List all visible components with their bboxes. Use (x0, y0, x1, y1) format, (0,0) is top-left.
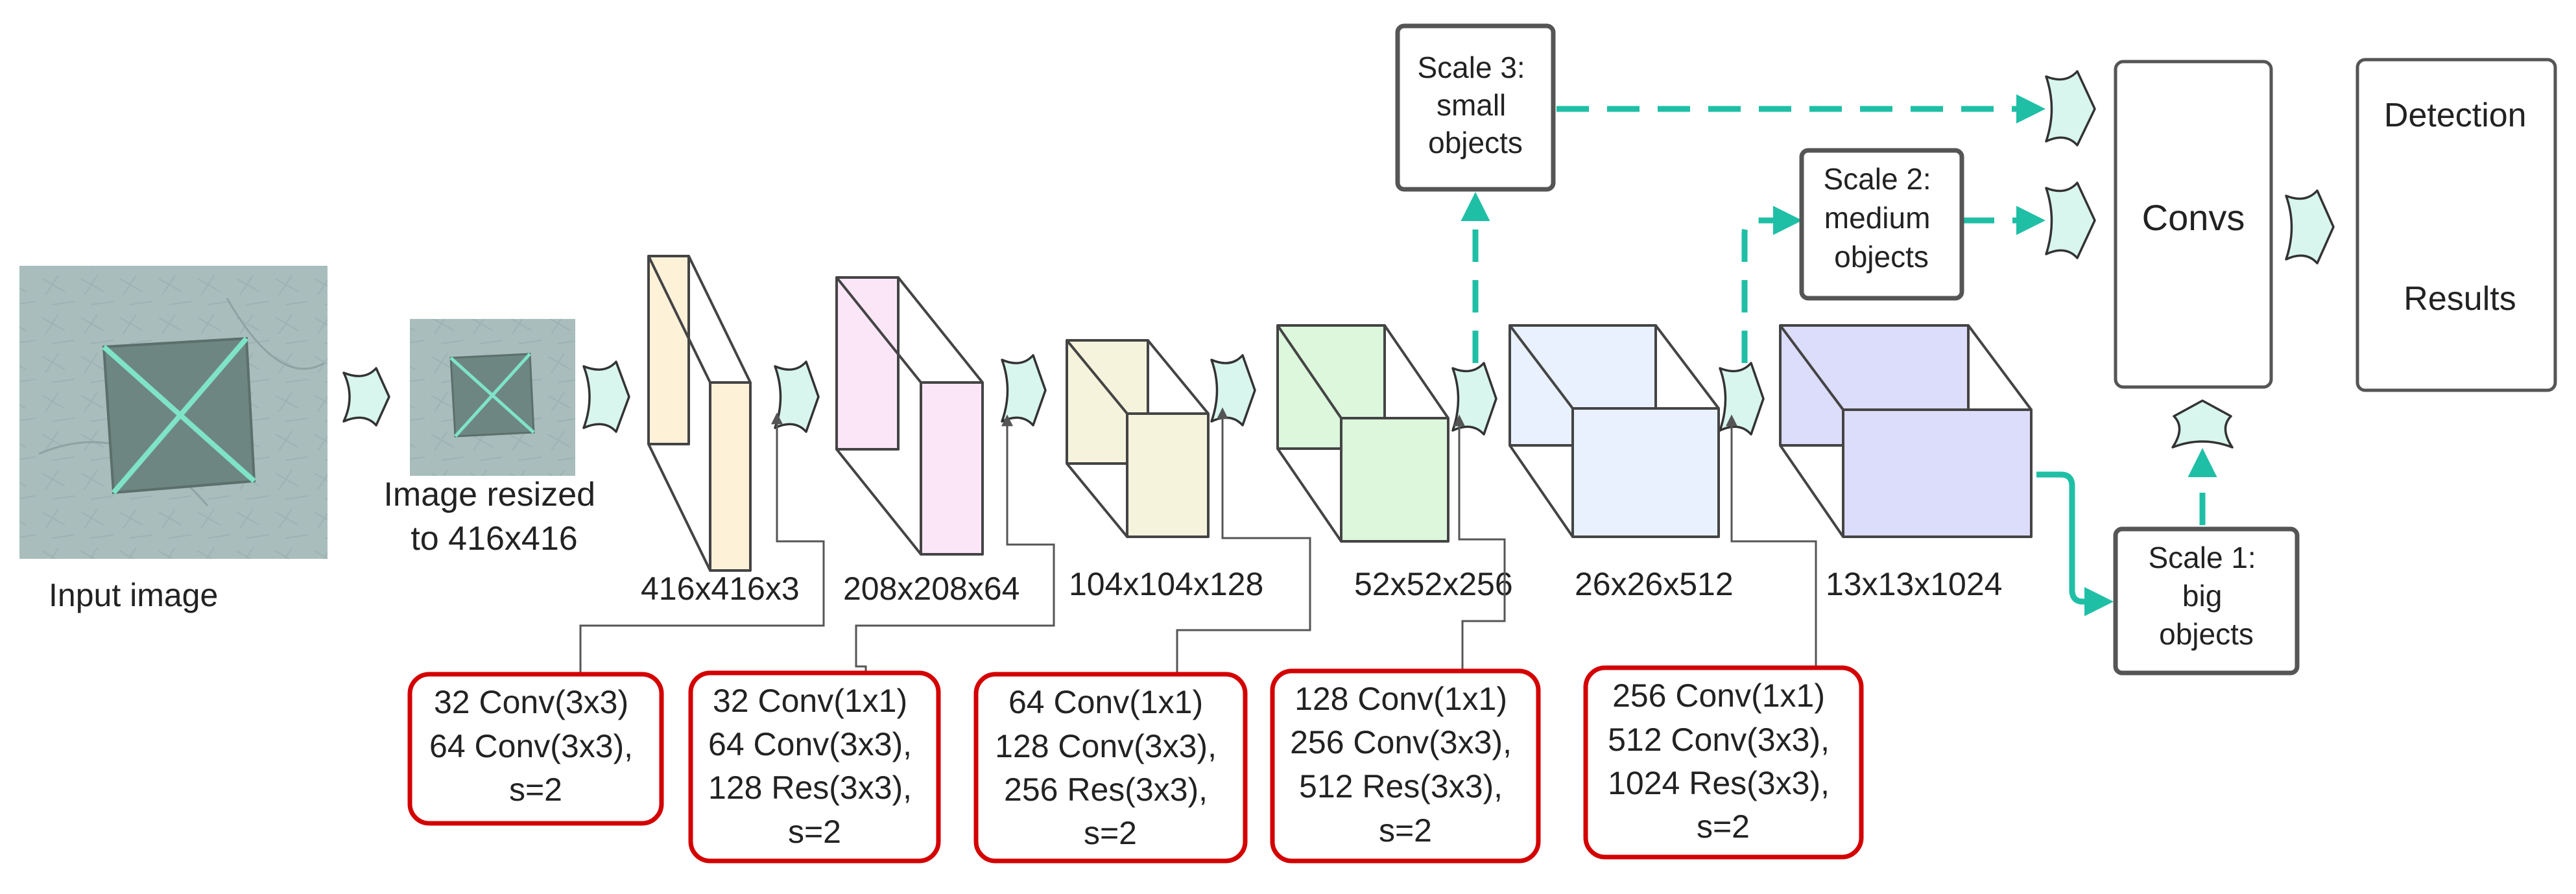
flow-arrow-icon (774, 360, 820, 433)
flow-arrow-icon (2045, 70, 2096, 147)
input-image-caption: Input image (49, 577, 218, 613)
tensor-size-label: 52x52x256 (1354, 566, 1513, 602)
layer-box-5 (1583, 665, 1864, 860)
feature-block-5 (1509, 324, 1720, 538)
flow-arrow-icon (2285, 189, 2335, 265)
flow-arrow-icon (1210, 354, 1256, 427)
layer-box-4-text: 128 Conv(1x1) 256 Conv(3x3), 512 Res(3x3… (1290, 681, 1521, 849)
tensor-size-label: 208x208x64 (843, 571, 1020, 607)
detection-results-text: Detection Results (2384, 97, 2536, 318)
route-scale2-up (1741, 206, 1802, 363)
feature-block-4 (1276, 324, 1449, 543)
feature-block-2 (835, 276, 984, 556)
connector-line (1726, 414, 1817, 668)
feature-block-6 (1779, 324, 2033, 538)
layer-box-3 (973, 672, 1248, 864)
scale3-text: Scale 3: small objects (1418, 51, 1534, 159)
layer-box-4 (1270, 668, 1541, 864)
scale2-text: Scale 2: medium objects (1824, 162, 1940, 274)
resized-image (410, 319, 575, 476)
convs-label: Convs (2142, 197, 2245, 238)
route-scale1-down (2036, 471, 2114, 617)
flow-arrow-icon (1719, 362, 1765, 436)
layer-box-1-text: 32 Conv(3x3) 64 Conv(3x3), s=2 (429, 684, 642, 808)
tensor-size-label: 26x26x512 (1575, 566, 1734, 602)
scale1-box (2113, 526, 2300, 676)
detection-results-box (2355, 58, 2557, 392)
connector-line (1176, 407, 1311, 681)
scale3-box (1395, 23, 1556, 192)
tensor-size-label: 416x416x3 (641, 571, 800, 607)
feature-block-3 (1066, 339, 1210, 538)
flow-arrow-icon (582, 360, 630, 433)
connector-line (1453, 414, 1506, 674)
flow-arrow-icon (2171, 399, 2234, 449)
layer-box-2 (688, 670, 941, 864)
layer-box-1 (407, 672, 664, 826)
connector-line (579, 412, 825, 677)
layer-box-2-text: 32 Conv(1x1) 64 Conv(3x3), 128 Res(3x3),… (708, 683, 921, 850)
flow-arrow-icon (342, 367, 390, 427)
tensor-size-label: 104x104x128 (1069, 566, 1263, 602)
flow-arrow-icon (2045, 182, 2096, 259)
flow-arrow-icon (1001, 354, 1047, 427)
layer-box-3-text: 64 Conv(1x1) 128 Conv(3x3), 256 Res(3x3)… (995, 684, 1226, 851)
scale2-box (1799, 148, 1964, 301)
tensor-size-label: 13x13x1024 (1826, 566, 2002, 602)
feature-block-1 (647, 255, 752, 572)
connector-line (855, 414, 1055, 673)
convs-box (2114, 60, 2273, 389)
layer-box-5-text: 256 Conv(1x1) 512 Conv(3x3), 1024 Res(3x… (1608, 677, 1839, 845)
input-image (19, 266, 328, 559)
resized-image-caption: Image resized to 416x416 (383, 476, 604, 558)
scale1-text: Scale 1: big objects (2149, 541, 2265, 651)
